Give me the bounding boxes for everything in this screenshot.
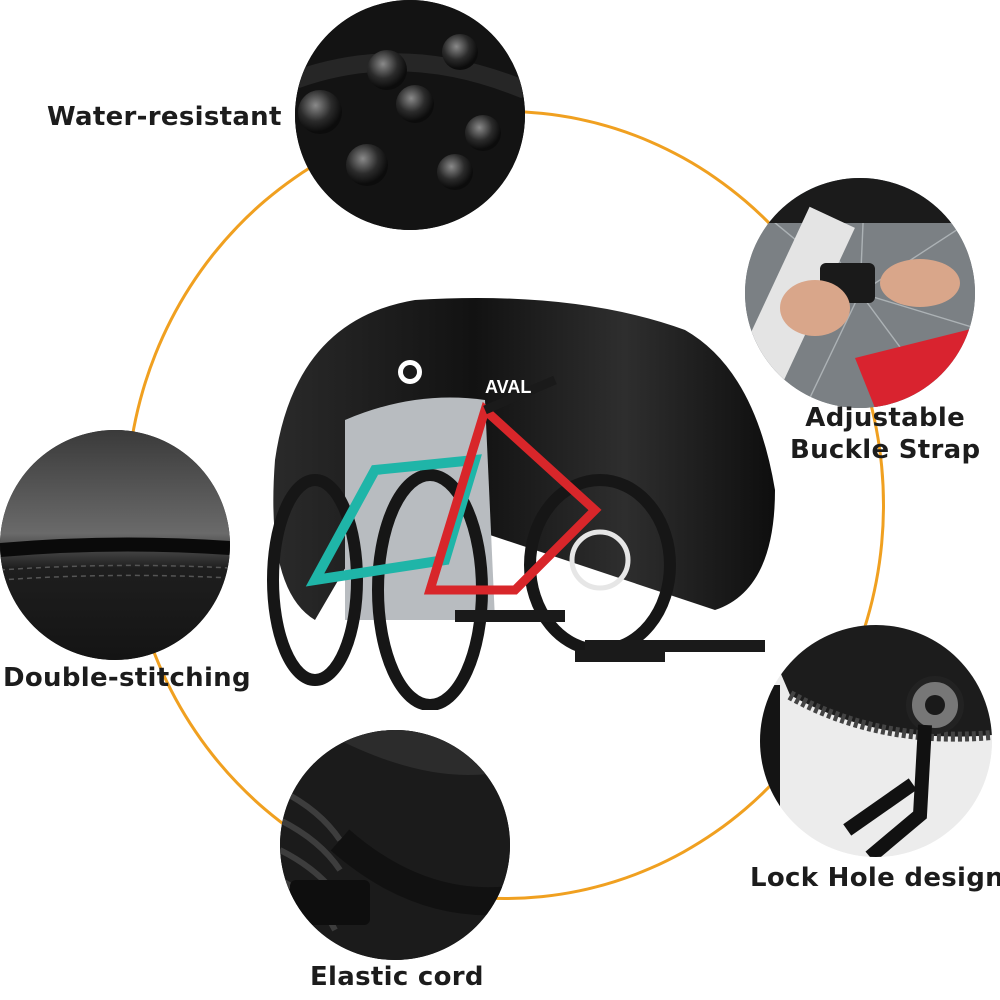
double-stitching-label: Double-stitching [3, 663, 251, 693]
water-resistant-label: Water-resistant [47, 102, 282, 132]
double-stitching-image [0, 430, 230, 660]
buckle-strap-image [745, 178, 975, 408]
adjustable-buckle-label: Adjustable Buckle Strap [790, 402, 980, 466]
lock-hole-label: Lock Hole design [750, 863, 1000, 893]
bike-cover-product-image: AVAL [255, 290, 775, 710]
water-droplets-image [295, 0, 525, 230]
adjustable-label-line1: Adjustable [805, 403, 966, 433]
lock-hole-image [760, 625, 992, 857]
bike-brand-text: AVAL [485, 377, 531, 397]
elastic-cord-label: Elastic cord [310, 962, 484, 992]
elastic-cord-image [280, 730, 510, 960]
buckle-strap-label-line2: Buckle Strap [790, 435, 981, 465]
